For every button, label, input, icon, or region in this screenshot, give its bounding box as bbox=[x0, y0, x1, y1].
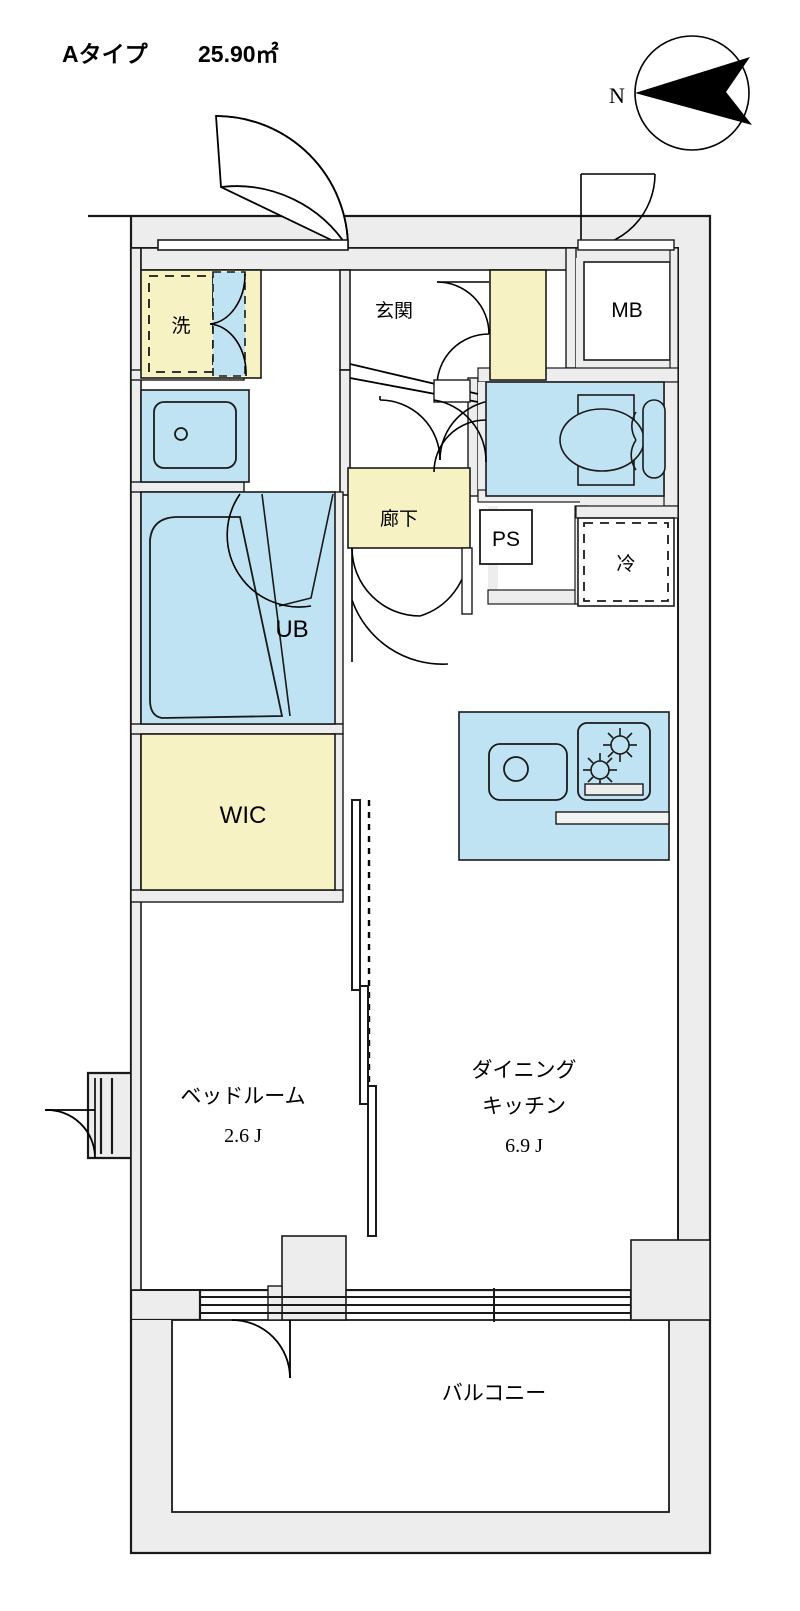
corridor-label: 廊下 bbox=[380, 508, 418, 530]
stove-burner-front-icon bbox=[583, 753, 617, 789]
vanity-drain-icon bbox=[174, 427, 188, 441]
bedroom-area: ベッドルーム 2.6 J bbox=[180, 1084, 305, 1147]
corridor-doorframe bbox=[461, 547, 473, 615]
front-door-swing-arc bbox=[215, 115, 349, 249]
sliding-panel-middle[interactable] bbox=[359, 985, 369, 1105]
entrance-label: 玄関 bbox=[375, 300, 413, 322]
fridge-alcove bbox=[577, 517, 675, 607]
balcony-side-door[interactable] bbox=[231, 1319, 291, 1379]
bedroom-window[interactable] bbox=[44, 1078, 114, 1159]
stove-burner-back-icon bbox=[603, 728, 637, 762]
meter-box-label: MB bbox=[611, 299, 643, 322]
plan-area-label: 25.90㎡ bbox=[198, 41, 279, 67]
ub-door-leaf bbox=[278, 493, 334, 607]
ub-door-swing bbox=[226, 493, 312, 608]
toilet-paper-holder-icon bbox=[642, 399, 666, 479]
wic-area: WIC bbox=[140, 733, 336, 891]
washroom-door-swing-upper bbox=[209, 273, 246, 325]
unit-bath-label: UB bbox=[275, 616, 308, 643]
entrance-threshold bbox=[433, 379, 471, 403]
vanity-basin-icon bbox=[153, 401, 237, 469]
corridor-door-swing-left bbox=[351, 547, 421, 617]
dk-label-line1: ダイニング bbox=[472, 1058, 577, 1082]
balcony-area: バルコニー bbox=[129, 1319, 712, 1555]
kitchen-counter-area bbox=[458, 711, 670, 861]
fridge-label: 冷 bbox=[616, 553, 635, 575]
front-door-swing-arc-inner bbox=[220, 185, 349, 249]
entrance-inner-door-swing-1 bbox=[436, 281, 490, 335]
bedroom-area-value: 2.6 J bbox=[224, 1125, 262, 1147]
walk-in-closet bbox=[140, 733, 336, 891]
dk-label-line2: キッチン bbox=[482, 1094, 566, 1118]
washer-label: 洗 bbox=[171, 315, 190, 337]
entrance-inner-door-swing-2 bbox=[436, 333, 490, 387]
kitchen-drain-icon bbox=[503, 756, 529, 782]
washroom-area: 洗 bbox=[140, 269, 262, 483]
balcony-sliding-window[interactable] bbox=[200, 1288, 631, 1322]
toilet-area bbox=[433, 381, 666, 497]
sliding-panel-lower[interactable] bbox=[367, 1085, 377, 1237]
washroom-door-swing-lower bbox=[209, 323, 247, 377]
compass-rose: N bbox=[609, 35, 752, 151]
sliding-panel-upper[interactable] bbox=[351, 799, 361, 991]
meterbox-door[interactable] bbox=[577, 173, 675, 251]
bedroom-label: ベッドルーム bbox=[180, 1084, 305, 1108]
compass-north-label: N bbox=[609, 83, 625, 108]
counter-edge-bar bbox=[555, 811, 670, 825]
room-divider-sliding-door[interactable] bbox=[351, 799, 377, 1237]
compass-needle-icon bbox=[635, 57, 752, 125]
pipe-shaft-label: PS bbox=[492, 528, 520, 551]
washroom-door-dashed bbox=[212, 271, 246, 377]
toilet-door-swing-b bbox=[433, 399, 487, 463]
balcony-label: バルコニー bbox=[442, 1381, 547, 1405]
plan-type-label: Aタイプ bbox=[62, 41, 149, 67]
wic-label: WIC bbox=[220, 802, 267, 829]
corridor-area: 廊下 bbox=[347, 467, 473, 665]
corridor-door-swing-outer bbox=[351, 599, 449, 665]
unitbath-area: UB bbox=[140, 491, 336, 725]
bathtub-icon bbox=[149, 516, 284, 719]
entrance-area: 玄関 bbox=[349, 269, 547, 461]
bathtub-edge-line bbox=[261, 493, 291, 717]
front-door[interactable] bbox=[157, 115, 349, 251]
stove-grill-bar bbox=[584, 783, 644, 796]
shoe-cabinet bbox=[489, 269, 547, 381]
pipe-shaft-box bbox=[479, 509, 533, 565]
dk-area-value: 6.9 J bbox=[505, 1135, 543, 1157]
ps-fridge-area: PS 冷 bbox=[479, 509, 675, 607]
dining-kitchen-area: ダイニング キッチン 6.9 J bbox=[472, 1058, 577, 1157]
balcony-side-door-swing bbox=[231, 1319, 291, 1379]
stove-icon bbox=[577, 722, 651, 801]
front-door-opening bbox=[157, 239, 349, 251]
toilet-door-swing bbox=[433, 419, 487, 473]
corridor-floor bbox=[347, 467, 471, 549]
mb-door-opening bbox=[577, 239, 675, 251]
